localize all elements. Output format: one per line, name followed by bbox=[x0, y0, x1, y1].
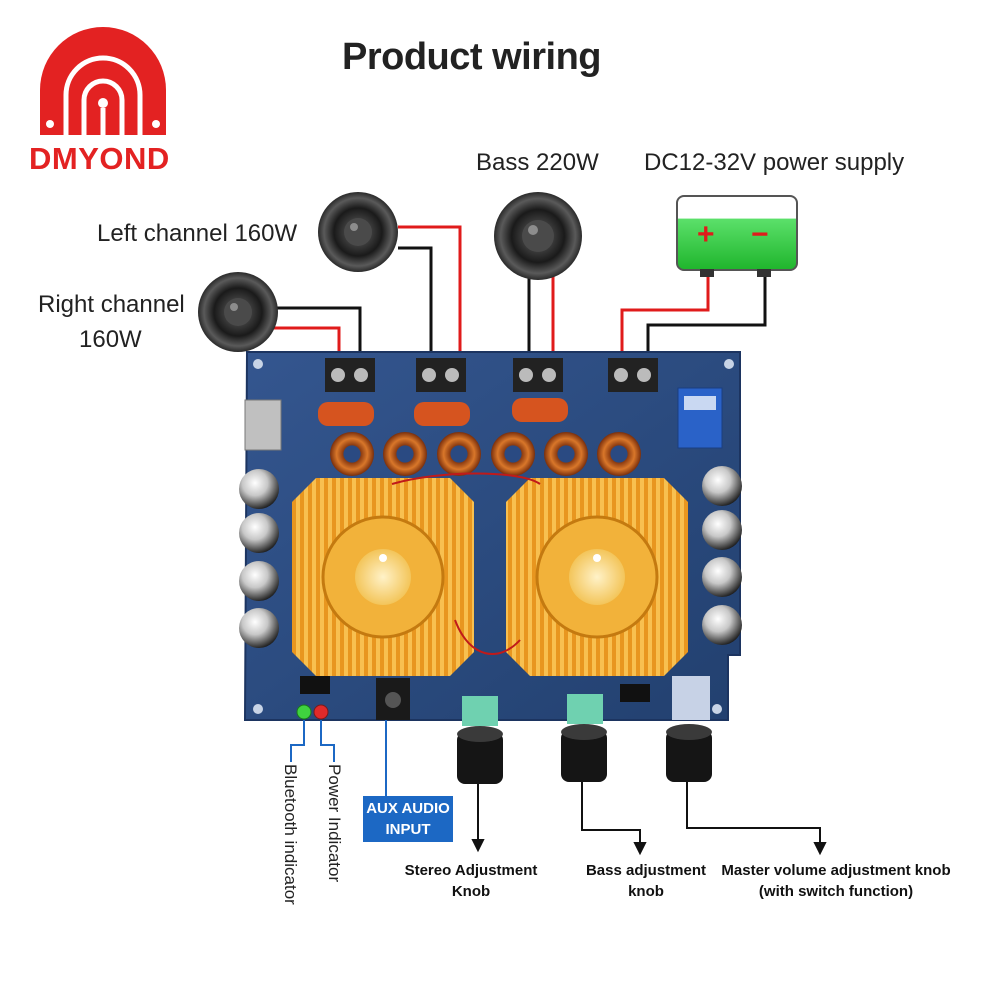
power-indicator-label: Power Indicator bbox=[325, 764, 344, 883]
stereo-knob-label-line1: Stereo Adjustment bbox=[404, 862, 538, 879]
fan-wire-lower bbox=[454, 619, 521, 655]
inductors bbox=[330, 432, 641, 476]
bass-knob-label-line2: knob bbox=[628, 883, 664, 900]
power-supply-battery bbox=[676, 195, 798, 277]
fan-wire bbox=[391, 472, 541, 485]
dc-power-jack bbox=[244, 399, 282, 451]
indicator-callouts bbox=[290, 720, 387, 796]
bass-knob-label-line1: Bass adjustment bbox=[585, 862, 707, 879]
terminal-blocks bbox=[325, 358, 658, 392]
right-capacitors bbox=[702, 466, 742, 645]
ic-chip bbox=[620, 684, 650, 702]
aux-audio-input-label: AUX AUDIO INPUT bbox=[363, 796, 453, 842]
right-heatsink bbox=[506, 478, 688, 676]
brand-logo-text: DMYOND bbox=[29, 141, 170, 176]
left-heatsink bbox=[292, 478, 474, 676]
right-channel-label-line1: Right channel bbox=[38, 291, 185, 318]
left-capacitors bbox=[239, 469, 279, 648]
knob-callouts bbox=[471, 782, 827, 856]
brand-logo bbox=[40, 27, 166, 135]
battery-minus-sign: − bbox=[751, 218, 769, 251]
right-channel-speaker bbox=[198, 272, 278, 352]
master-knob-label: Master volume adjustment knob (with swit… bbox=[717, 860, 955, 902]
film-capacitors bbox=[318, 398, 568, 426]
bass-adjustment-knob bbox=[561, 724, 607, 782]
bass-pot-base bbox=[567, 694, 603, 724]
bluetooth-indicator-label: Bluetooth indicator bbox=[281, 764, 300, 905]
battery-plus-sign: + bbox=[697, 218, 715, 251]
bass-label: Bass 220W bbox=[476, 149, 599, 176]
stereo-knob-label-line2: Knob bbox=[451, 883, 491, 900]
stereo-knob-label: Stereo Adjustment Knob bbox=[398, 860, 544, 902]
relay bbox=[677, 387, 723, 449]
aux-label-line1: AUX AUDIO bbox=[366, 800, 450, 817]
bluetooth-led bbox=[296, 704, 312, 720]
page-title: Product wiring bbox=[342, 36, 602, 78]
power-supply-label: DC12-32V power supply bbox=[644, 149, 905, 176]
stereo-adjustment-knob bbox=[457, 726, 503, 784]
master-pot-base bbox=[672, 676, 710, 720]
master-volume-knob bbox=[666, 724, 712, 782]
power-led bbox=[313, 704, 329, 720]
ic-chip bbox=[300, 676, 330, 694]
aux-label-line2: INPUT bbox=[385, 821, 431, 838]
master-knob-label-line2: (with switch function) bbox=[758, 883, 914, 900]
left-channel-speaker bbox=[318, 192, 398, 272]
bass-knob-label: Bass adjustment knob bbox=[578, 860, 714, 902]
aux-jack bbox=[376, 678, 410, 720]
right-channel-label-line2: 160W bbox=[79, 326, 142, 353]
amplifier-board bbox=[239, 351, 742, 726]
left-channel-label: Left channel 160W bbox=[97, 220, 298, 247]
bass-speaker bbox=[494, 192, 582, 280]
speaker-wires bbox=[272, 225, 767, 372]
master-knob-label-line1: Master volume adjustment knob bbox=[721, 862, 951, 879]
stereo-pot-base bbox=[462, 696, 498, 726]
